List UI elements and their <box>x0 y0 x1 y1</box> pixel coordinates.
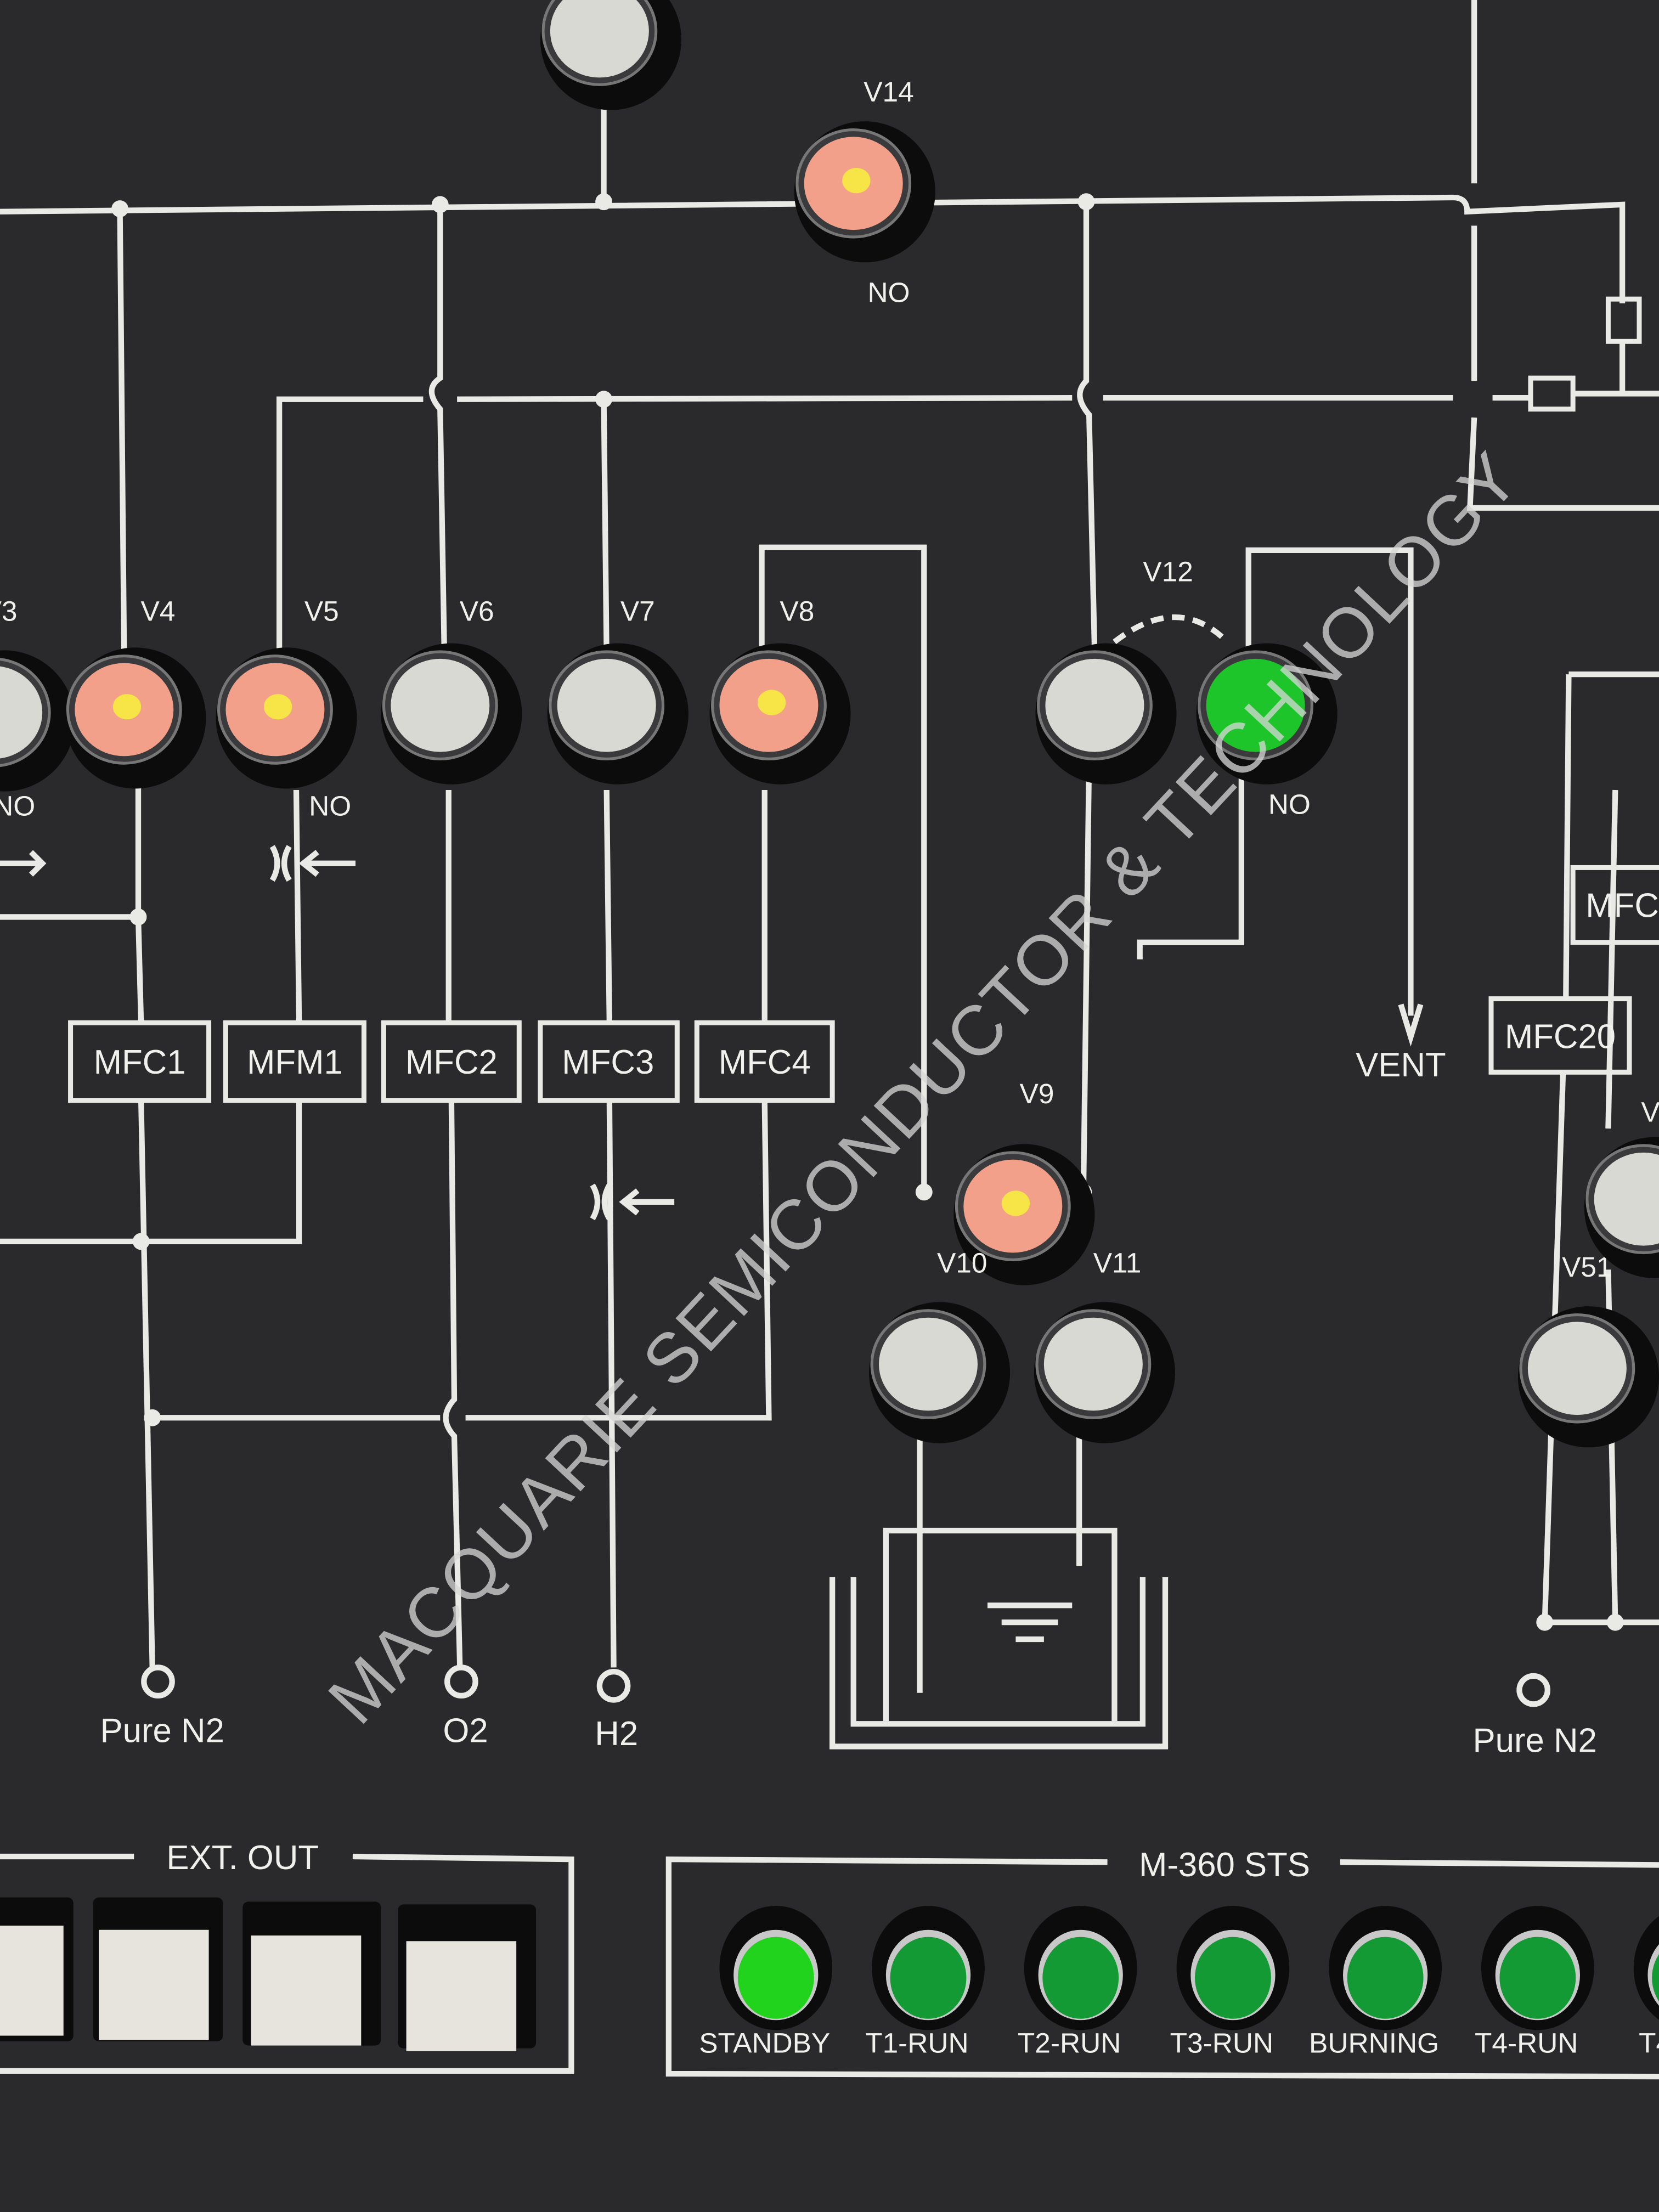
valve-label: V11 <box>1093 1246 1142 1278</box>
inlet-o2: O2 <box>443 1712 488 1750</box>
valve-label: V7 <box>620 595 655 627</box>
m360-title: M-360 STS <box>1139 1846 1310 1884</box>
pipe-lines <box>0 0 1659 1693</box>
lamp-off <box>391 658 490 752</box>
valve-v10[interactable]: V10 <box>869 1246 1011 1443</box>
valve-v9[interactable]: V9 <box>953 1077 1095 1285</box>
status-indicator-burning: BURNING <box>1309 1906 1442 2058</box>
status-label: T4-AB <box>1639 2027 1659 2058</box>
flow-controllers: MFC1 MFM1 MFC2 MFC3 MFC4 MFC20 MFC <box>68 865 1659 1103</box>
status-label: T1-RUN <box>865 2027 968 2058</box>
status-label: STANDBY <box>699 2027 830 2058</box>
ext-out-button-3[interactable] <box>242 1901 381 2046</box>
mfc20-label: MFC20 <box>1505 1018 1616 1056</box>
status-indicator-t1-run: T1-RUN <box>865 1906 985 2058</box>
valve-vright[interactable]: V <box>1584 1096 1659 1278</box>
valve-label: V9 <box>1020 1077 1054 1109</box>
inlet-h2: H2 <box>595 1715 638 1753</box>
ext-out-title: EXT. OUT <box>166 1839 319 1877</box>
lamp-off <box>557 658 656 752</box>
mfm1-box: MFM1 <box>223 1020 366 1103</box>
valve-v3[interactable]: V3NO <box>0 595 75 821</box>
valve-label: V <box>1641 1096 1659 1127</box>
valve-mode-label: NO <box>309 789 351 821</box>
lamp-off <box>1594 1152 1659 1246</box>
mfc-right-box: MFC <box>1570 865 1659 945</box>
status-label: T3-RUN <box>1170 2027 1273 2058</box>
status-indicator-t3-run: T3-RUN <box>1170 1906 1290 2058</box>
mfc4-label: MFC4 <box>719 1043 811 1081</box>
ext-out-button-1[interactable] <box>0 1897 74 2041</box>
gas-inlets: Pure N2 O2 H2 Pure N2 VENT <box>100 1046 1597 1760</box>
mfc4-box: MFC4 <box>694 1020 835 1103</box>
mfc2-box: MFC2 <box>381 1020 522 1103</box>
lamp-off <box>550 0 649 78</box>
valve-v12b[interactable]: NO <box>1196 643 1338 820</box>
lamp-off <box>1043 1317 1143 1411</box>
lamp-off <box>0 666 43 759</box>
lamp-off <box>1045 658 1144 752</box>
valve-label: V3 <box>0 595 17 627</box>
valve-vtop[interactable] <box>540 0 681 110</box>
valve-label: V5 <box>304 595 339 627</box>
mfc2-label: MFC2 <box>405 1043 498 1081</box>
valve-v4[interactable]: V4 <box>65 595 206 789</box>
valve-mode-label: NO <box>867 276 910 308</box>
status-label: T2-RUN <box>1018 2027 1121 2058</box>
status-lamp <box>1042 1937 1119 2019</box>
bubbler-tank <box>830 1527 1169 1750</box>
valve-v8[interactable]: V8 <box>709 595 851 785</box>
valve-label: V10 <box>937 1246 987 1278</box>
mfc-right-label: MFC <box>1585 887 1659 924</box>
valve-label: V8 <box>780 595 814 627</box>
mfc1-label: MFC1 <box>94 1043 186 1081</box>
valve-v12a[interactable]: V12 <box>1035 555 1193 785</box>
valve-label: V4 <box>141 595 176 627</box>
status-label: T4-RUN <box>1475 2027 1578 2058</box>
status-indicator-t2-run: T2-RUN <box>1018 1906 1137 2058</box>
lamp-off <box>879 1317 978 1411</box>
status-lamp <box>890 1937 967 2019</box>
inlet-pure-n2: Pure N2 <box>100 1712 224 1750</box>
status-indicator-standby: STANDBY <box>699 1906 833 2058</box>
status-lamp <box>1499 1937 1576 2019</box>
status-indicator-t4-ab: T4-AB <box>1633 1916 1659 2058</box>
ext-out-panel: EXT. OUT <box>0 1839 574 2074</box>
valve-label: V12 <box>1143 555 1193 587</box>
mfm1-label: MFM1 <box>247 1043 343 1081</box>
orifice-symbols <box>0 845 675 1221</box>
ext-out-button-2[interactable] <box>93 1897 223 2041</box>
valve-v6[interactable]: V6 <box>381 595 522 785</box>
mfc3-box: MFC3 <box>538 1020 680 1103</box>
valve-v11[interactable]: V11 <box>1034 1246 1175 1443</box>
valve-mode-label: NO <box>1268 788 1311 820</box>
valve-mode-label: NO <box>0 789 35 821</box>
ext-out-button-4[interactable] <box>398 1904 537 2051</box>
status-lamp <box>1652 1954 1659 2002</box>
valve-v7[interactable]: V7 <box>547 595 689 785</box>
mfc3-label: MFC3 <box>562 1043 654 1081</box>
status-indicator-t4-run: T4-RUN <box>1475 1906 1594 2058</box>
inlet-pure-n2-right: Pure N2 <box>1473 1722 1597 1760</box>
m360-status-panel: M-360 STS STANDBY T1-RUN T2-RUN T3-RUN BURNI… <box>665 1846 1659 2080</box>
status-label: BURNING <box>1309 2027 1439 2058</box>
valve-v51[interactable]: V51 <box>1517 1251 1659 1448</box>
valve-buttons: V3NOV4V5NOV6V7V8V9V10V11V12NOV14NOV51V <box>0 0 1659 1448</box>
status-lamp <box>1195 1937 1271 2019</box>
valve-label: V6 <box>460 595 494 627</box>
lamp-green <box>1206 658 1305 752</box>
valve-label: V14 <box>864 76 913 108</box>
status-lamp <box>1347 1937 1424 2019</box>
mfc1-box: MFC1 <box>68 1020 212 1103</box>
vent-label: VENT <box>1356 1046 1446 1084</box>
status-lamp <box>737 1937 814 2019</box>
mfc20-box: MFC20 <box>1488 996 1632 1075</box>
lamp-off <box>1527 1322 1627 1415</box>
